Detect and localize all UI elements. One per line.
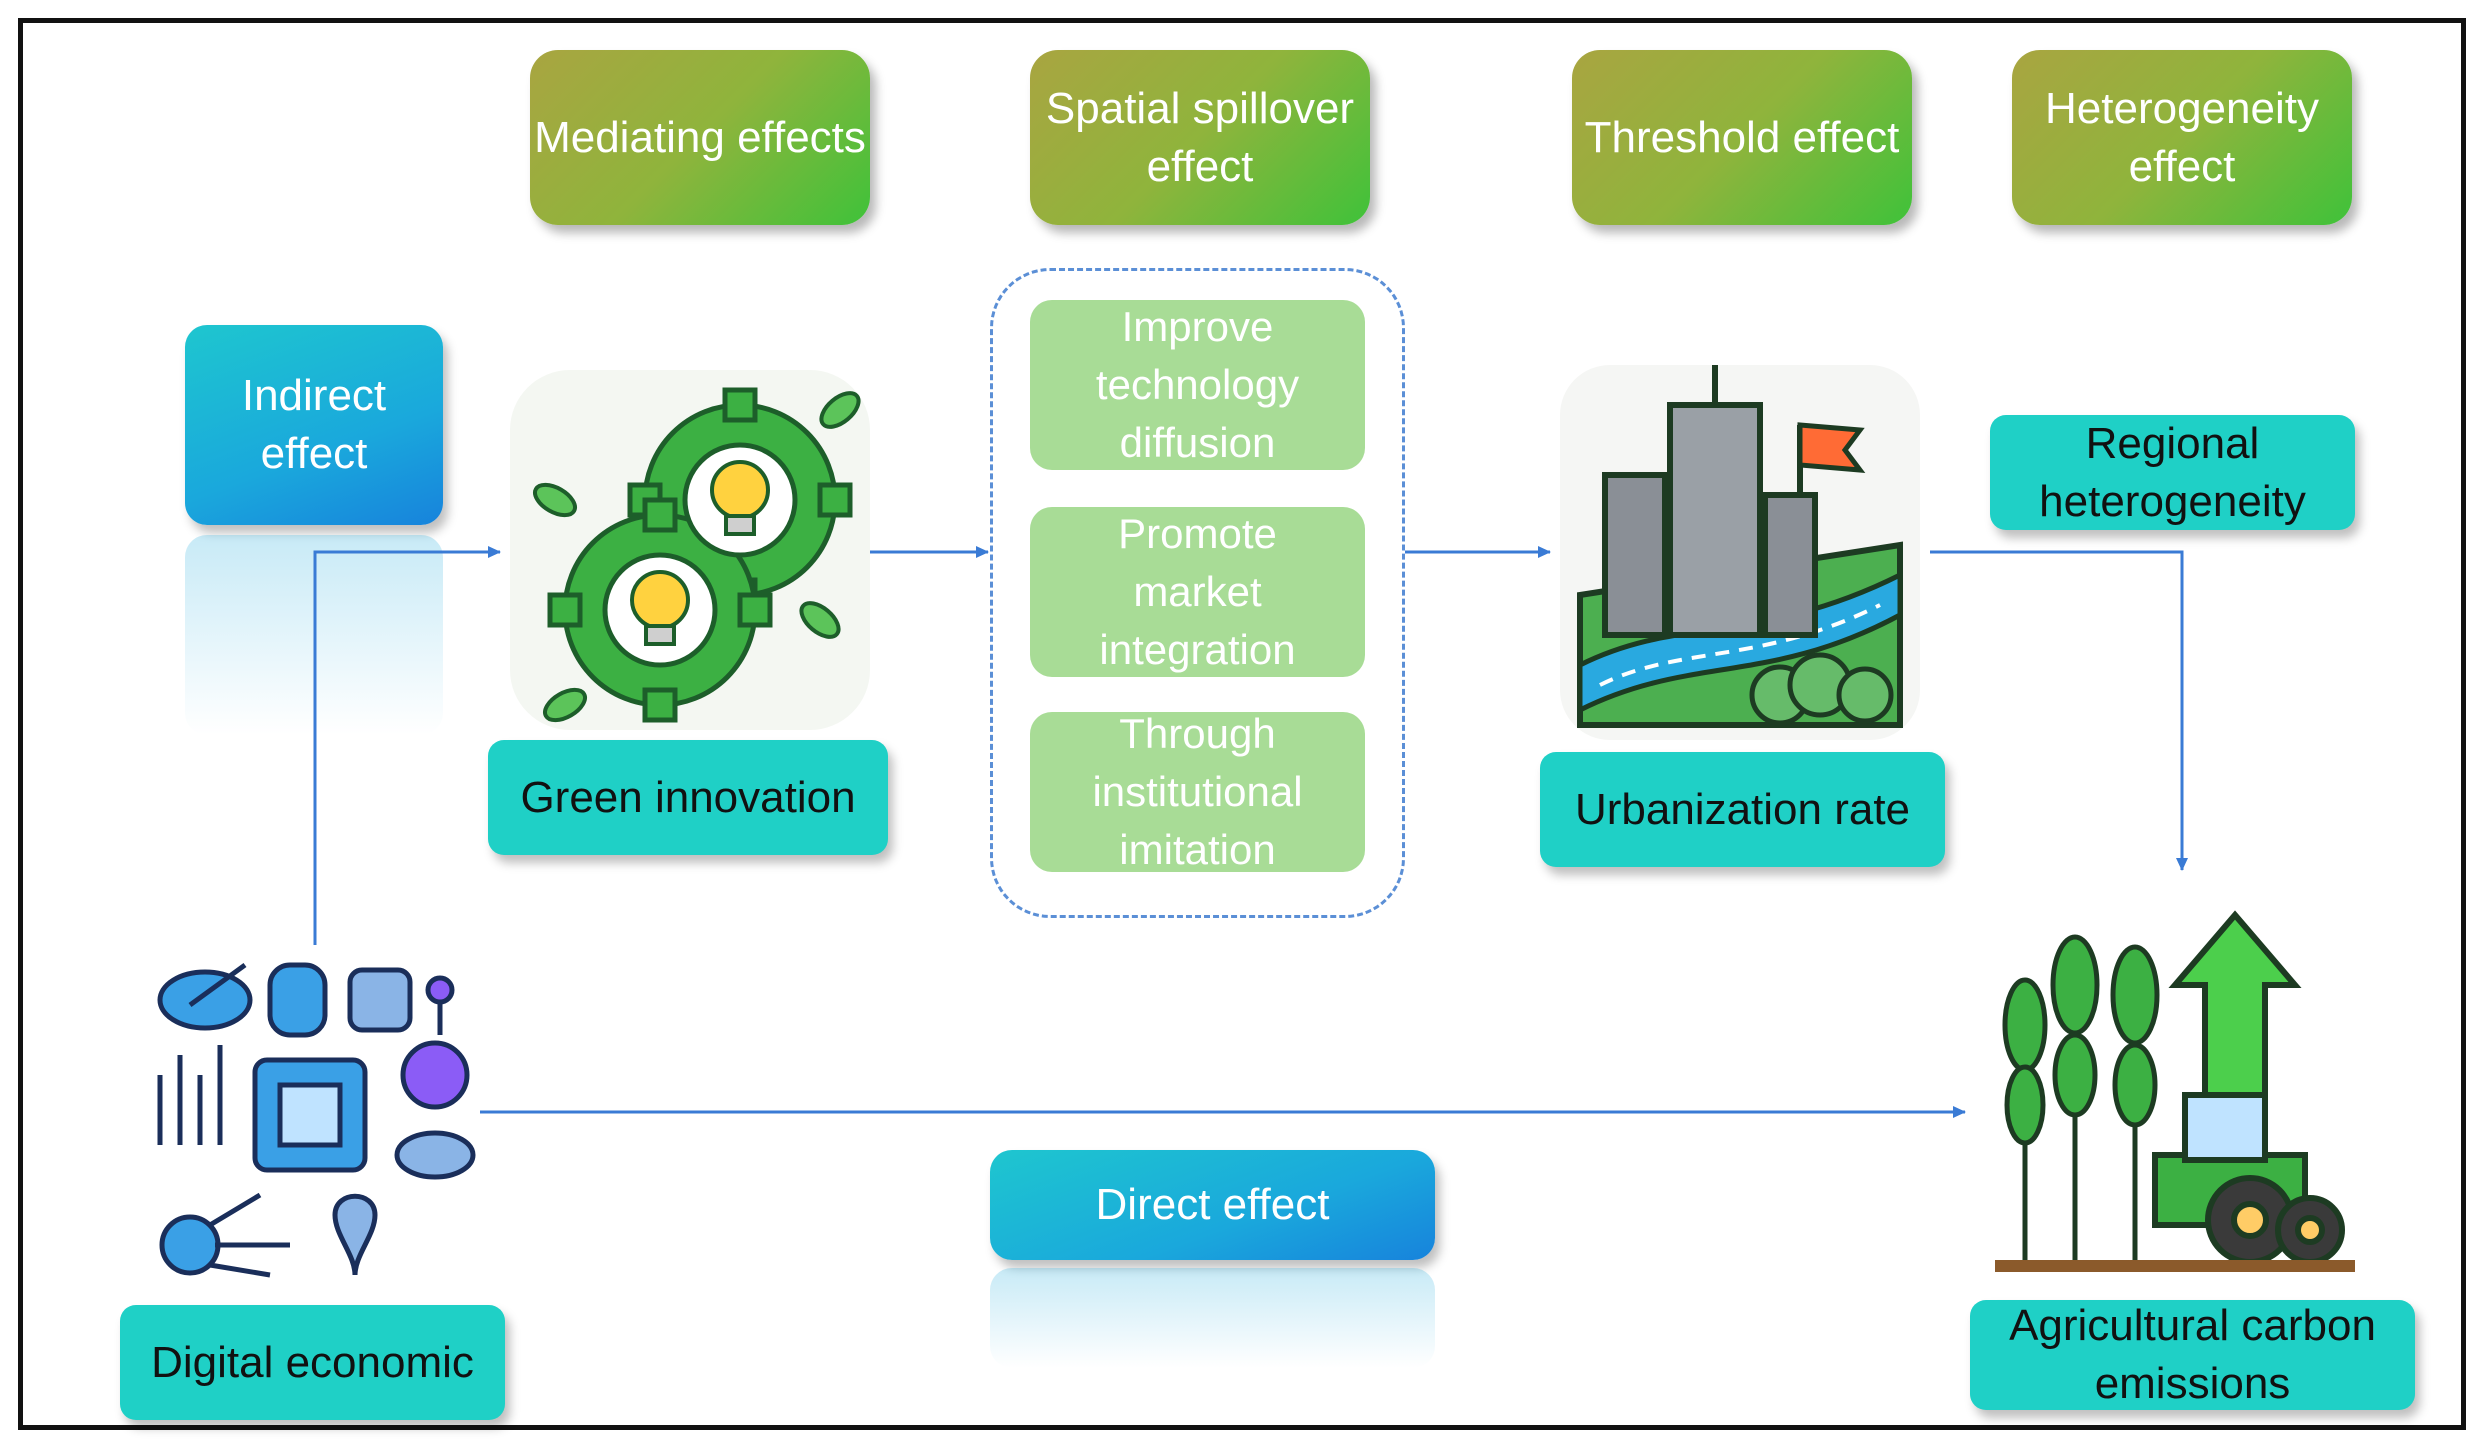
arrow-urban-to-emissions — [1930, 550, 2188, 871]
crops-tractor-arrow-icon — [1995, 910, 2355, 1272]
regional-heterogeneity-box: Regional heterogeneity — [1990, 415, 2355, 530]
spatial-spillover-label: Spatial spillover effect — [1030, 50, 1370, 225]
channel-market-integration: Promote market integration — [1030, 507, 1365, 677]
arrow-digital-to-green — [313, 546, 501, 945]
heterogeneity-effect-label: Heterogeneity effect — [2012, 50, 2352, 225]
channel-technology-diffusion: Improve technology diffusion — [1030, 300, 1365, 470]
gear-lightbulb-icon — [510, 370, 870, 730]
city-river-icon — [1560, 365, 1920, 740]
agricultural-carbon-emissions-box: Agricultural carbon emissions — [1970, 1300, 2415, 1410]
digital-tech-icon — [157, 962, 476, 1278]
digital-economic-box: Digital economic — [120, 1305, 505, 1420]
spillover-channels-container — [990, 268, 1405, 918]
direct-effect-box: Direct effect — [990, 1150, 1435, 1260]
channel-institutional-imitation: Through institutional imitation — [1030, 710, 1365, 873]
urbanization-rate-box: Urbanization rate — [1540, 752, 1945, 867]
indirect-effect-box: Indirect effect — [185, 325, 443, 525]
mediating-effects-label: Mediating effects — [530, 50, 870, 225]
green-innovation-box: Green innovation — [488, 740, 888, 855]
threshold-effect-label: Threshold effect — [1572, 50, 1912, 225]
direct-effect-reflection — [990, 1268, 1435, 1368]
